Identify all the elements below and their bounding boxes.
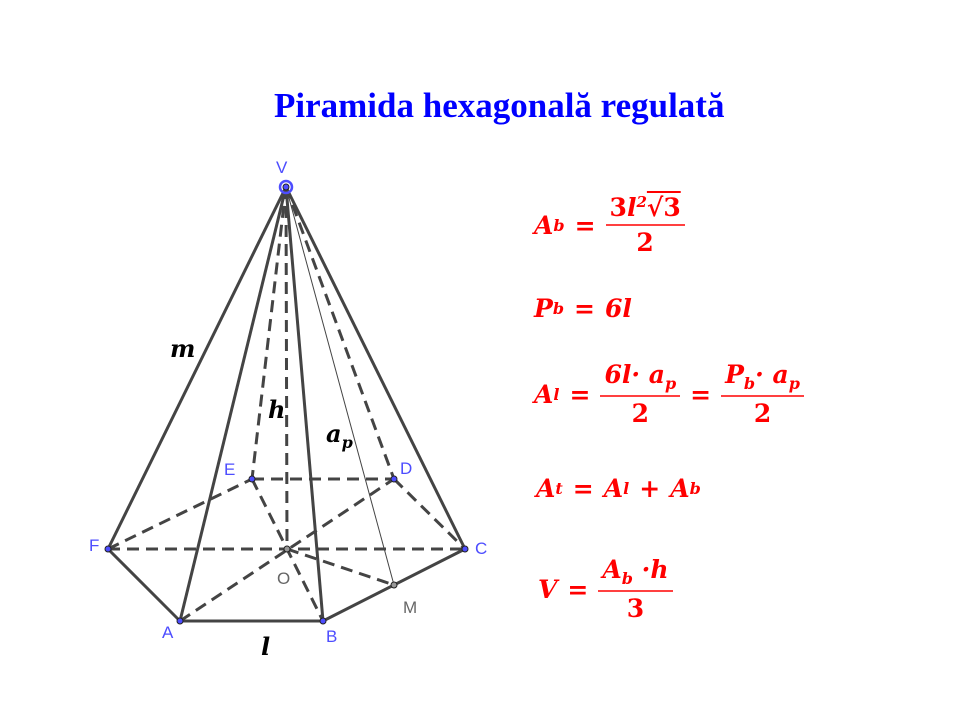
al-numerator-2: Pb· ap bbox=[721, 360, 804, 395]
ab-num-3: 3 bbox=[609, 193, 627, 222]
label-O: O bbox=[277, 569, 290, 588]
label-A: A bbox=[162, 623, 174, 642]
v-numerator: Ab ·h bbox=[598, 555, 672, 590]
point-E[interactable] bbox=[248, 475, 256, 483]
ab-num-l: l bbox=[626, 193, 637, 222]
pb-rhs: 6l bbox=[604, 294, 632, 323]
at-plus: + bbox=[639, 474, 661, 503]
v-num-h: h bbox=[650, 555, 669, 584]
label-M: M bbox=[403, 598, 417, 617]
point-A[interactable] bbox=[176, 617, 184, 625]
pb-eq: = bbox=[574, 294, 595, 323]
al-num2-asub: p bbox=[788, 374, 800, 393]
edge-VE bbox=[250, 186, 288, 480]
v-num-sub: b bbox=[621, 569, 633, 588]
al-lsub: l bbox=[553, 384, 560, 404]
at-r1sub: l bbox=[623, 479, 630, 498]
v-fraction: Ab ·h 3 bbox=[598, 555, 673, 623]
v-num-dot: · bbox=[641, 555, 651, 584]
diagonal-AD bbox=[179, 477, 395, 623]
al-num2-sub: b bbox=[743, 374, 756, 393]
edge-VD bbox=[284, 186, 396, 480]
at-lsub: t bbox=[555, 479, 563, 498]
al-num2: P bbox=[725, 360, 744, 389]
pb-lsub: b bbox=[552, 299, 564, 318]
label-D: D bbox=[400, 459, 412, 478]
label-E: E bbox=[224, 460, 235, 479]
segment-label-ap: ap bbox=[326, 419, 353, 452]
al-num2-a: a bbox=[772, 360, 789, 389]
v-num: A bbox=[602, 555, 622, 584]
point-M[interactable] bbox=[390, 581, 398, 589]
v-lhs: V bbox=[538, 574, 558, 604]
point-V-halo bbox=[278, 179, 294, 195]
ab-lhs: A bbox=[534, 210, 554, 240]
label-V: V bbox=[276, 158, 288, 177]
edge-VB bbox=[284, 186, 325, 622]
formula-volume: V = Ab ·h 3 bbox=[538, 555, 673, 623]
edge-DC bbox=[392, 477, 467, 551]
point-F[interactable] bbox=[104, 545, 112, 553]
edge-VC bbox=[284, 186, 467, 550]
pb-lhs: P bbox=[534, 294, 553, 323]
al-num1: 6l· bbox=[604, 360, 641, 389]
at-lhs: A bbox=[536, 474, 556, 503]
ab-num-sqrt: √3 bbox=[646, 193, 681, 222]
point-C[interactable] bbox=[461, 545, 469, 553]
edge-FA bbox=[106, 547, 182, 623]
at-r2: A bbox=[670, 474, 690, 503]
edge-VA bbox=[178, 186, 288, 622]
height-VO bbox=[284, 186, 289, 550]
al-eq2: = bbox=[690, 379, 712, 409]
ab-fraction: 3l2√3 2 bbox=[605, 193, 685, 257]
al-num1-sub: p bbox=[664, 374, 677, 393]
al-numerator-1: 6l· ap bbox=[600, 360, 680, 395]
v-eq: = bbox=[567, 574, 589, 604]
segment-label-h: h bbox=[268, 395, 285, 424]
al-fraction-2: Pb· ap 2 bbox=[721, 360, 804, 428]
point-V[interactable] bbox=[282, 183, 290, 191]
v-denominator: 3 bbox=[598, 590, 673, 623]
al-num1-a: a bbox=[648, 360, 665, 389]
segment-label-l: l bbox=[261, 632, 270, 661]
edge-VF bbox=[106, 186, 288, 550]
at-r1: A bbox=[603, 474, 624, 503]
label-C: C bbox=[475, 539, 487, 558]
apothem-OM bbox=[286, 547, 395, 587]
ab-num-sup: 2 bbox=[636, 193, 647, 211]
label-B: B bbox=[326, 627, 337, 646]
segment-label-m: m bbox=[170, 334, 195, 363]
ab-numerator: 3l2√3 bbox=[606, 193, 685, 224]
point-D[interactable] bbox=[390, 475, 398, 483]
apothem-VM bbox=[285, 186, 395, 586]
point-B[interactable] bbox=[319, 617, 327, 625]
al-eq: = bbox=[569, 379, 591, 409]
edge-FE bbox=[107, 477, 253, 551]
ab-lsub: b bbox=[553, 215, 565, 235]
al-lhs: A bbox=[534, 379, 554, 409]
page-title: Piramida hexagonală regulată bbox=[274, 86, 725, 125]
al-denominator-1: 2 bbox=[600, 395, 681, 428]
ab-eq: = bbox=[574, 210, 596, 240]
at-eq: = bbox=[572, 474, 594, 503]
al-denominator-2: 2 bbox=[721, 395, 804, 428]
al-fraction-1: 6l· ap 2 bbox=[600, 360, 681, 428]
ab-denominator: 2 bbox=[605, 224, 685, 257]
point-O[interactable] bbox=[283, 545, 291, 553]
al-num2-dot: · bbox=[755, 360, 764, 389]
label-F: F bbox=[89, 536, 99, 555]
at-r2sub: b bbox=[689, 479, 701, 498]
